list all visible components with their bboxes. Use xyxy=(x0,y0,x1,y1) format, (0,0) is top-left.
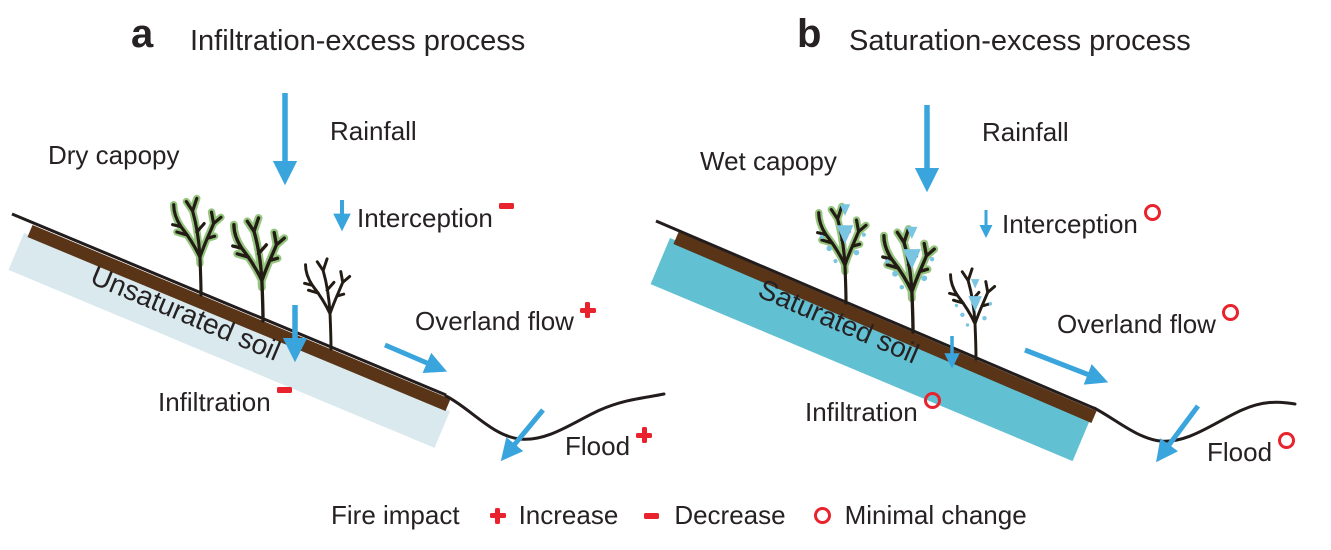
overland-flow-label-a: Overland flow xyxy=(415,302,596,337)
overland-flow-arrow-icon xyxy=(384,342,448,374)
dry-canopy-label: Dry capopy xyxy=(48,140,180,170)
interception-label-a: Interception xyxy=(357,203,514,234)
circle-icon xyxy=(813,507,831,524)
minus-icon xyxy=(644,512,660,519)
overland-flow-arrow-icon xyxy=(1024,347,1109,385)
valley-curve-a xyxy=(444,392,666,441)
plus-icon xyxy=(579,302,596,318)
slope-line-a xyxy=(11,212,447,397)
legend: Fire impact Increase Decrease Minimal ch… xyxy=(331,500,1027,531)
rainfall-label-a: Rainfall xyxy=(330,116,417,146)
panel-a-tag: a xyxy=(131,12,154,56)
slope-line-b xyxy=(655,219,1097,411)
flood-arrow-icon xyxy=(500,408,545,462)
legend-title: Fire impact xyxy=(331,500,460,530)
circle-icon xyxy=(1143,204,1161,221)
tree-live-icon xyxy=(881,227,936,334)
panel-b-title: Saturation-excess process xyxy=(849,25,1191,57)
panel-a-title: Infiltration-excess process xyxy=(190,25,526,57)
minus-icon xyxy=(498,203,514,209)
plus-icon xyxy=(489,507,506,524)
unsaturated-soil-layer xyxy=(8,233,450,448)
flood-arrow-icon xyxy=(1156,404,1201,463)
flood-label-a: Flood xyxy=(565,427,653,462)
saturated-soil-layer xyxy=(650,238,1092,462)
infiltration-label-a: Infiltration xyxy=(158,387,292,418)
panel-b-tag: b xyxy=(797,12,822,56)
tree-burnt-icon xyxy=(303,257,352,351)
circle-icon xyxy=(1278,432,1296,449)
soil-surface-band-b xyxy=(673,232,1097,423)
minus-icon xyxy=(276,387,292,393)
tree-live-icon xyxy=(816,204,868,305)
infiltration-label-b: Infiltration xyxy=(805,392,941,428)
interception-label-b: Interception xyxy=(1002,204,1161,240)
legend-item-increase: Increase xyxy=(518,500,619,530)
flood-label-b: Flood xyxy=(1207,432,1296,468)
rainfall-label-b: Rainfall xyxy=(982,117,1069,147)
legend-item-minimal-change: Minimal change xyxy=(844,500,1027,530)
circle-icon xyxy=(923,392,941,409)
soil-surface-band-a xyxy=(27,224,451,412)
wet-canopy-label: Wet capopy xyxy=(700,146,837,176)
tree-live-icon xyxy=(231,216,286,323)
plus-icon xyxy=(636,427,653,443)
tree-burnt-icon xyxy=(948,267,997,361)
circle-icon xyxy=(1221,304,1239,321)
tree-live-icon xyxy=(171,196,223,297)
legend-item-decrease: Decrease xyxy=(674,500,786,530)
valley-curve-b xyxy=(1092,400,1297,443)
overland-flow-label-b: Overland flow xyxy=(1057,304,1239,340)
